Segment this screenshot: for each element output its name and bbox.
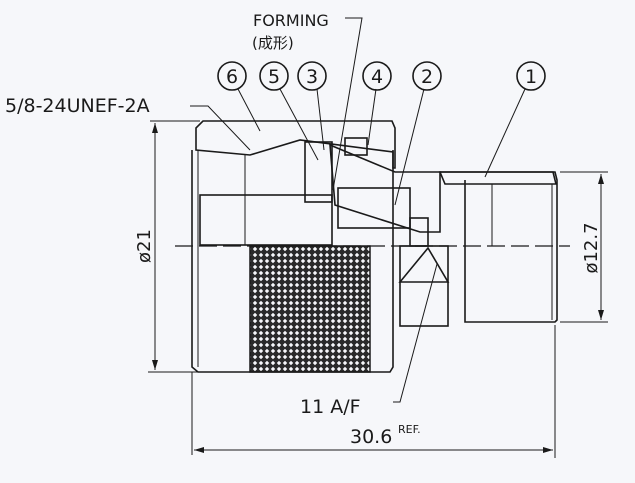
svg-text:4: 4 — [371, 66, 383, 88]
balloon-4: 4 — [362, 61, 392, 91]
svg-text:2: 2 — [421, 66, 433, 88]
length-dimension: 30.6 — [350, 426, 392, 448]
rear-body — [438, 171, 558, 323]
balloon-6: 6 — [217, 61, 247, 91]
inner-parts — [199, 137, 441, 247]
svg-text:1: 1 — [525, 66, 537, 88]
thread-spec-label: 5/8-24UNEF-2A — [5, 95, 150, 117]
svg-text:6: 6 — [226, 66, 238, 88]
balloon-5: 5 — [259, 61, 289, 91]
balloon-3: 3 — [297, 61, 327, 91]
length-ref-label: REF. — [398, 423, 421, 436]
outer-diameter-dimension: ø21 — [134, 229, 155, 263]
svg-text:5: 5 — [268, 66, 280, 88]
dimension-lines — [148, 120, 608, 458]
leader-lines — [190, 17, 526, 403]
body-diameter-dimension: ø12.7 — [581, 222, 602, 273]
svg-text:3: 3 — [306, 66, 318, 88]
balloon-2: 2 — [412, 61, 442, 91]
knurled-grip — [249, 245, 371, 373]
forming-label: FORMING — [253, 11, 329, 30]
wrench-size-label: 11 A/F — [300, 396, 361, 418]
balloon-1: 1 — [516, 61, 546, 91]
forming-label-jp: (成形) — [252, 34, 294, 52]
